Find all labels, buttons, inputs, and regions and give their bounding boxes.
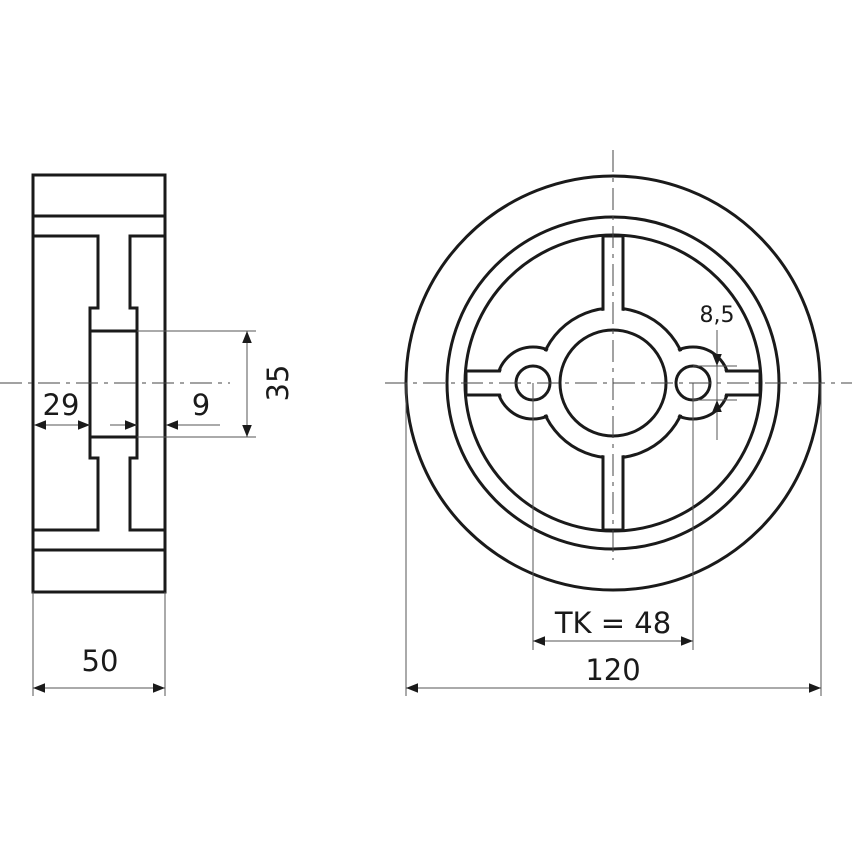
front-view: 8,5 TK = 48 120 <box>385 150 852 696</box>
dim-hole-diameter: 8,5 <box>700 303 735 328</box>
bore <box>88 329 139 439</box>
dim-bolt-circle: TK = 48 <box>554 606 671 640</box>
dim-outer-diameter: 120 <box>585 653 640 687</box>
hatched-rim-web-top <box>31 214 167 333</box>
tread-bottom <box>31 548 167 594</box>
tread-top <box>31 173 167 218</box>
dim-hub-offset: 29 <box>43 388 80 422</box>
hatched-rim-web-bottom <box>31 435 167 552</box>
dim-width: 50 <box>82 644 119 678</box>
dim-bore-diameter: 35 <box>261 365 295 402</box>
side-view-section: 35 29 9 50 <box>0 173 295 696</box>
dim-hub-inset: 9 <box>192 388 210 422</box>
